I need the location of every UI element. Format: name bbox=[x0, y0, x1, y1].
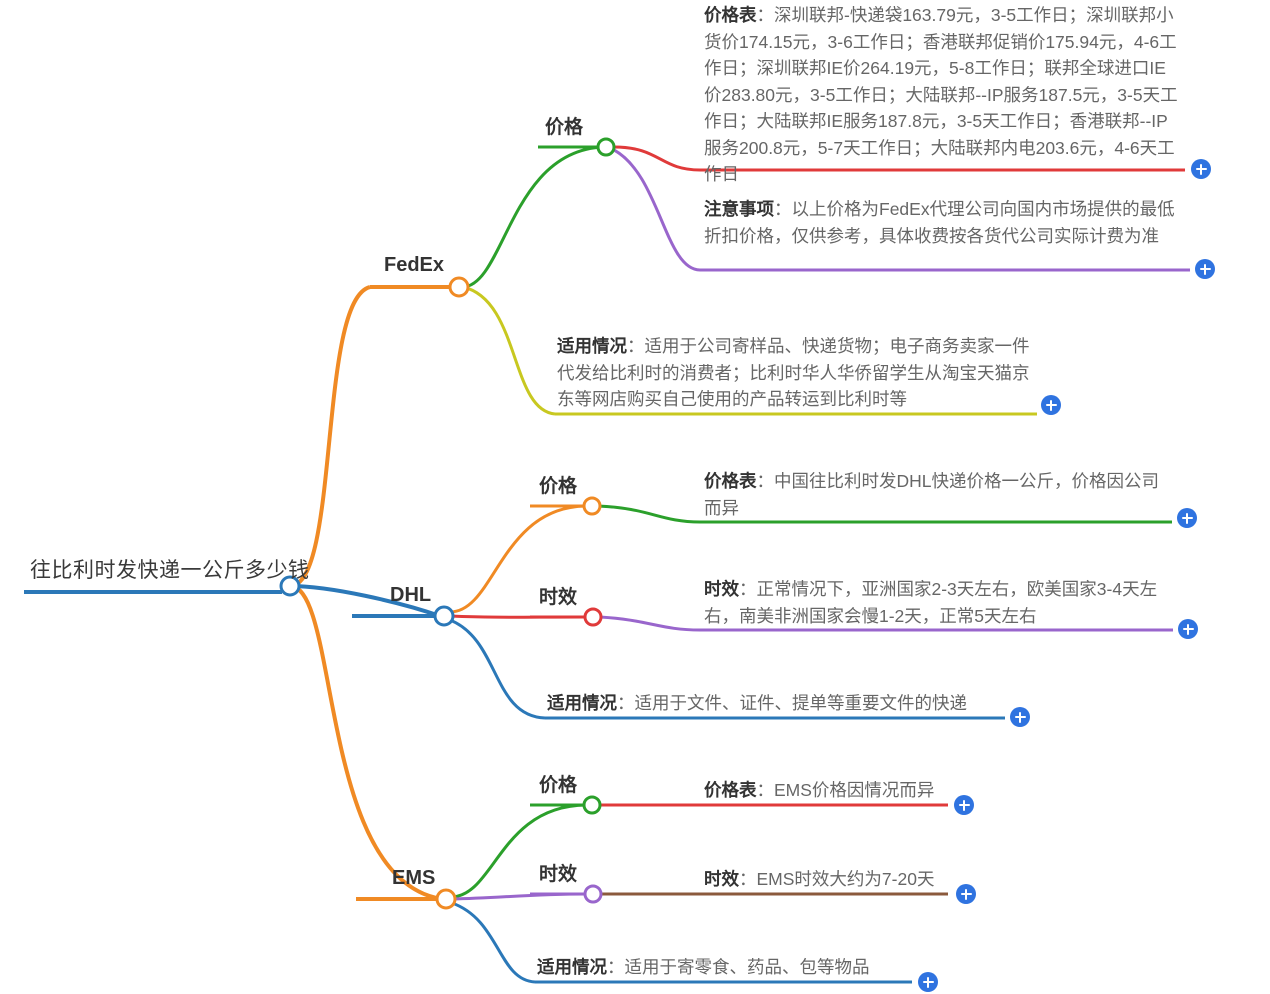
edge-dhl-usecase bbox=[449, 618, 546, 720]
leaf-body-fedex-price-table: 深圳联邦-快递袋163.79元，3-5工作日；深圳联邦小货价174.15元，3-… bbox=[704, 5, 1178, 184]
node-dot-fedex-price[interactable] bbox=[596, 137, 616, 157]
branch-label-dhl: DHL bbox=[390, 584, 432, 606]
node-dot-dhl-time[interactable] bbox=[583, 607, 603, 627]
sub-node-ems-price[interactable]: 价格 bbox=[532, 773, 584, 801]
leaf-lead-fedex-usecase: 适用情况 bbox=[557, 336, 627, 356]
leaf-lead-dhl-time-detail: 时效 bbox=[704, 579, 739, 599]
node-dot-fedex[interactable] bbox=[448, 276, 470, 298]
leaf-body-ems-usecase: 适用于寄零食、药品、包等物品 bbox=[624, 957, 870, 977]
expand-button-dhl-time-detail[interactable] bbox=[1178, 619, 1198, 639]
node-dot-ems-price[interactable] bbox=[582, 795, 602, 815]
leaf-text-dhl-usecase: 适用情况：适用于文件、证件、提单等重要文件的快递 bbox=[547, 690, 1009, 717]
leaf-sep-fedex-price-notes: ： bbox=[774, 199, 792, 219]
edge-dhl-time bbox=[449, 614, 587, 619]
leaf-lead-ems-price-table: 价格表 bbox=[704, 780, 757, 800]
edge-root-ems bbox=[289, 584, 443, 901]
branch-node-ems[interactable]: EMS bbox=[384, 865, 443, 894]
sub-node-fedex-price[interactable]: 价格 bbox=[538, 115, 590, 143]
leaf-body-ems-time-detail: EMS时效大约为7-20天 bbox=[756, 869, 935, 889]
sub-label-ems-price: 价格 bbox=[539, 775, 578, 796]
branch-label-ems: EMS bbox=[392, 867, 436, 889]
branch-node-dhl[interactable]: DHL bbox=[382, 582, 439, 611]
leaf-sep-dhl-time-detail: ： bbox=[739, 579, 757, 599]
leaf-lead-fedex-price-notes: 注意事项 bbox=[704, 199, 774, 219]
expand-button-fedex-usecase[interactable] bbox=[1041, 395, 1061, 415]
expand-button-fedex-price-table[interactable] bbox=[1191, 159, 1211, 179]
leaf-node-dhl-time-detail[interactable]: 时效：正常情况下，亚洲国家2-3天左右，欧美国家3-4天左右，南美非洲国家会慢1… bbox=[700, 576, 1174, 631]
sub-node-dhl-price[interactable]: 价格 bbox=[532, 474, 584, 502]
leaf-node-dhl-usecase[interactable]: 适用情况：适用于文件、证件、提单等重要文件的快递 bbox=[543, 690, 1013, 719]
sub-node-ems-time[interactable]: 时效 bbox=[532, 862, 584, 890]
node-dot-dhl-price[interactable] bbox=[582, 496, 602, 516]
node-dot-ems-time[interactable] bbox=[583, 884, 603, 904]
expand-button-ems-usecase[interactable] bbox=[918, 972, 938, 992]
edge-fedex-usecase bbox=[462, 285, 556, 416]
sub-label-fedex-price: 价格 bbox=[545, 117, 584, 138]
leaf-sep-fedex-usecase: ： bbox=[627, 336, 645, 356]
leaf-text-fedex-price-table: 价格表：深圳联邦-快递袋163.79元，3-5工作日；深圳联邦小货价174.15… bbox=[704, 2, 1182, 188]
expand-button-dhl-usecase[interactable] bbox=[1010, 707, 1030, 727]
leaf-text-fedex-price-notes: 注意事项：以上价格为FedEx代理公司向国内市场提供的最低折扣价格，仅供参考，具… bbox=[704, 196, 1182, 249]
leaf-lead-dhl-usecase: 适用情况 bbox=[547, 693, 617, 713]
leaf-body-dhl-price-table: 中国往比利时发DHL快递价格一公斤，价格因公司而异 bbox=[704, 471, 1160, 518]
leaf-text-dhl-time-detail: 时效：正常情况下，亚洲国家2-3天左右，欧美国家3-4天左右，南美非洲国家会慢1… bbox=[704, 576, 1170, 629]
leaf-body-ems-price-table: EMS价格因情况而异 bbox=[774, 780, 935, 800]
edge-ems-usecase bbox=[451, 901, 536, 984]
leaf-body-fedex-usecase: 适用于公司寄样品、快递货物；电子商务卖家一件代发给比利时的消费者；比利时华人华侨… bbox=[557, 336, 1030, 409]
leaf-node-dhl-price-table[interactable]: 价格表：中国往比利时发DHL快递价格一公斤，价格因公司而异 bbox=[700, 468, 1174, 523]
leaf-node-fedex-usecase[interactable]: 适用情况：适用于公司寄样品、快递货物；电子商务卖家一件代发给比利时的消费者；比利… bbox=[553, 333, 1039, 415]
leaf-text-fedex-usecase: 适用情况：适用于公司寄样品、快递货物；电子商务卖家一件代发给比利时的消费者；比利… bbox=[557, 333, 1035, 413]
leaf-node-ems-price-table[interactable]: 价格表：EMS价格因情况而异 bbox=[700, 777, 960, 806]
leaf-text-ems-time-detail: 时效：EMS时效大约为7-20天 bbox=[704, 866, 956, 893]
leaf-node-fedex-price-table[interactable]: 价格表：深圳联邦-快递袋163.79元，3-5工作日；深圳联邦小货价174.15… bbox=[700, 2, 1186, 190]
sub-label-dhl-time: 时效 bbox=[539, 587, 578, 608]
root-node[interactable]: 往比利时发快递一公斤多少钱 bbox=[24, 556, 310, 594]
leaf-lead-fedex-price-table: 价格表 bbox=[704, 5, 757, 25]
expand-button-dhl-price-table[interactable] bbox=[1177, 508, 1197, 528]
edge-ems-time bbox=[451, 892, 587, 901]
leaf-lead-ems-usecase: 适用情况 bbox=[537, 957, 607, 977]
sub-label-ems-time: 时效 bbox=[539, 864, 578, 885]
sub-node-dhl-time[interactable]: 时效 bbox=[532, 585, 584, 613]
branch-node-fedex[interactable]: FedEx bbox=[376, 252, 452, 281]
edge-fedex-price bbox=[462, 145, 605, 289]
leaf-sep-ems-price-table: ： bbox=[756, 780, 775, 800]
leaf-text-ems-price-table: 价格表：EMS价格因情况而异 bbox=[704, 777, 956, 804]
leaf-body-fedex-price-notes: 以上价格为FedEx代理公司向国内市场提供的最低折扣价格，仅供参考，具体收费按各… bbox=[704, 199, 1175, 246]
root-node-label: 往比利时发快递一公斤多少钱 bbox=[30, 559, 310, 582]
leaf-lead-ems-time-detail: 时效 bbox=[704, 869, 739, 889]
leaf-sep-ems-time-detail: ： bbox=[739, 869, 757, 889]
expand-button-ems-time-detail[interactable] bbox=[956, 884, 976, 904]
leaf-node-fedex-price-notes[interactable]: 注意事项：以上价格为FedEx代理公司向国内市场提供的最低折扣价格，仅供参考，具… bbox=[700, 196, 1186, 251]
leaf-node-ems-time-detail[interactable]: 时效：EMS时效大约为7-20天 bbox=[700, 866, 960, 895]
leaf-body-dhl-usecase: 适用于文件、证件、提单等重要文件的快递 bbox=[634, 693, 968, 713]
leaf-sep-ems-usecase: ： bbox=[607, 957, 625, 977]
leaf-text-dhl-price-table: 价格表：中国往比利时发DHL快递价格一公斤，价格因公司而异 bbox=[704, 468, 1170, 521]
leaf-text-ems-usecase: 适用情况：适用于寄零食、药品、包等物品 bbox=[537, 954, 919, 981]
branch-label-fedex: FedEx bbox=[384, 254, 445, 276]
edge-root-fedex bbox=[289, 285, 371, 588]
leaf-sep-dhl-price-table: ： bbox=[756, 471, 775, 491]
leaf-sep-dhl-usecase: ： bbox=[617, 693, 635, 713]
expand-button-fedex-price-notes[interactable] bbox=[1195, 259, 1215, 279]
sub-label-dhl-price: 价格 bbox=[539, 476, 578, 497]
leaf-sep-fedex-price-table: ： bbox=[756, 5, 775, 25]
leaf-lead-dhl-price-table: 价格表 bbox=[704, 471, 757, 491]
leaf-body-dhl-time-detail: 正常情况下，亚洲国家2-3天左右，欧美国家3-4天左右，南美非洲国家会慢1-2天… bbox=[704, 579, 1158, 626]
expand-button-ems-price-table[interactable] bbox=[954, 795, 974, 815]
leaf-node-ems-usecase[interactable]: 适用情况：适用于寄零食、药品、包等物品 bbox=[533, 954, 923, 983]
